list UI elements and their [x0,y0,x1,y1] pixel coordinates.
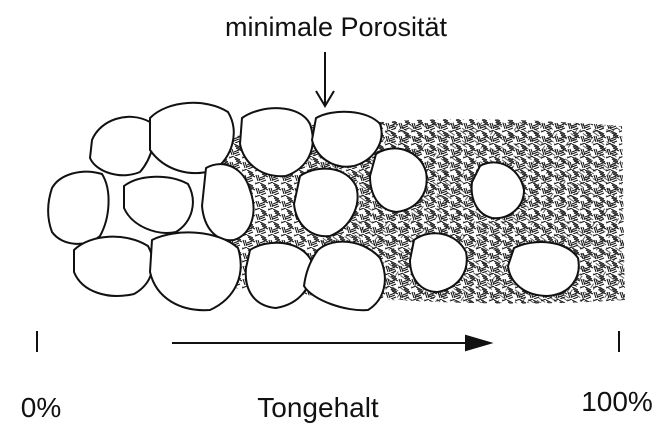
minimum-porosity-arrow [316,52,334,106]
sand-grain [48,172,108,244]
axis-title: Tongehalt [257,392,379,423]
sand-grain [304,242,385,311]
direction-arrow-head [466,336,490,350]
sand-grain [90,117,154,175]
sand-grain [74,237,153,296]
axis-left-label: 0% [21,392,61,423]
axis [37,331,619,352]
sand-grain [150,103,234,173]
axis-right-label: 100% [581,386,653,417]
sand-grain [246,243,312,308]
sand-grain [124,177,193,233]
sand-grain [370,148,427,212]
diagram-title: minimale Porosität [225,12,448,42]
sand-grain [150,232,241,310]
